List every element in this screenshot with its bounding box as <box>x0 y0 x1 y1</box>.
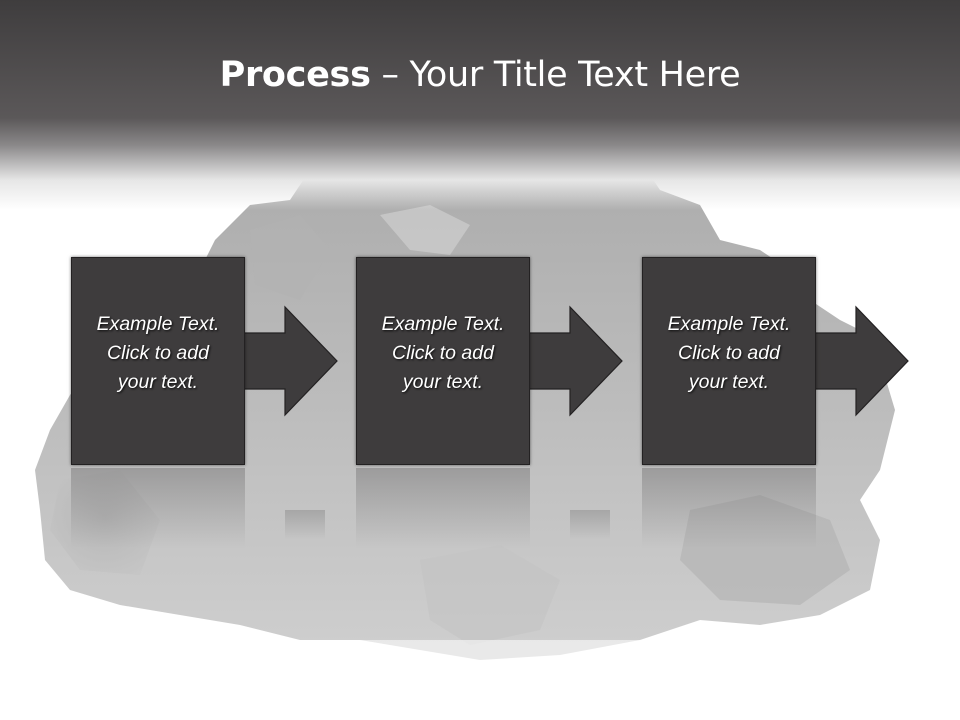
step-text-line: Example Text. <box>667 313 791 335</box>
title-bold-part: Process <box>219 55 371 95</box>
process-arrow-1-reflection <box>285 510 325 540</box>
process-arrow-3-icon <box>813 305 909 417</box>
process-step-2-reflection <box>356 468 530 548</box>
title-bar: Process – Your Title Text Here <box>0 0 960 210</box>
process-step-2-text: Example Text. Click to add your text. <box>357 310 529 397</box>
step-text-line: Click to add <box>107 342 209 364</box>
title-rest-part: – Your Title Text Here <box>370 55 741 95</box>
process-step-1-text: Example Text. Click to add your text. <box>72 310 244 397</box>
process-arrow-2-icon <box>527 305 623 417</box>
process-arrow-2-reflection <box>570 510 610 540</box>
process-step-1-reflection <box>71 468 245 548</box>
step-text-line: Example Text. <box>96 313 220 335</box>
step-text-line: Click to add <box>392 342 494 364</box>
process-arrow-1-icon <box>242 305 338 417</box>
process-step-3-reflection <box>642 468 816 548</box>
step-text-line: your text. <box>402 371 484 393</box>
slide-title[interactable]: Process – Your Title Text Here <box>0 51 960 99</box>
step-text-line: Click to add <box>678 342 780 364</box>
step-text-line: your text. <box>117 371 199 393</box>
process-step-1-box[interactable]: Example Text. Click to add your text. <box>71 257 245 465</box>
process-step-2-box[interactable]: Example Text. Click to add your text. <box>356 257 530 465</box>
process-step-3-box[interactable]: Example Text. Click to add your text. <box>642 257 816 465</box>
process-step-3-text: Example Text. Click to add your text. <box>643 310 815 397</box>
step-text-line: your text. <box>688 371 770 393</box>
step-text-line: Example Text. <box>381 313 505 335</box>
